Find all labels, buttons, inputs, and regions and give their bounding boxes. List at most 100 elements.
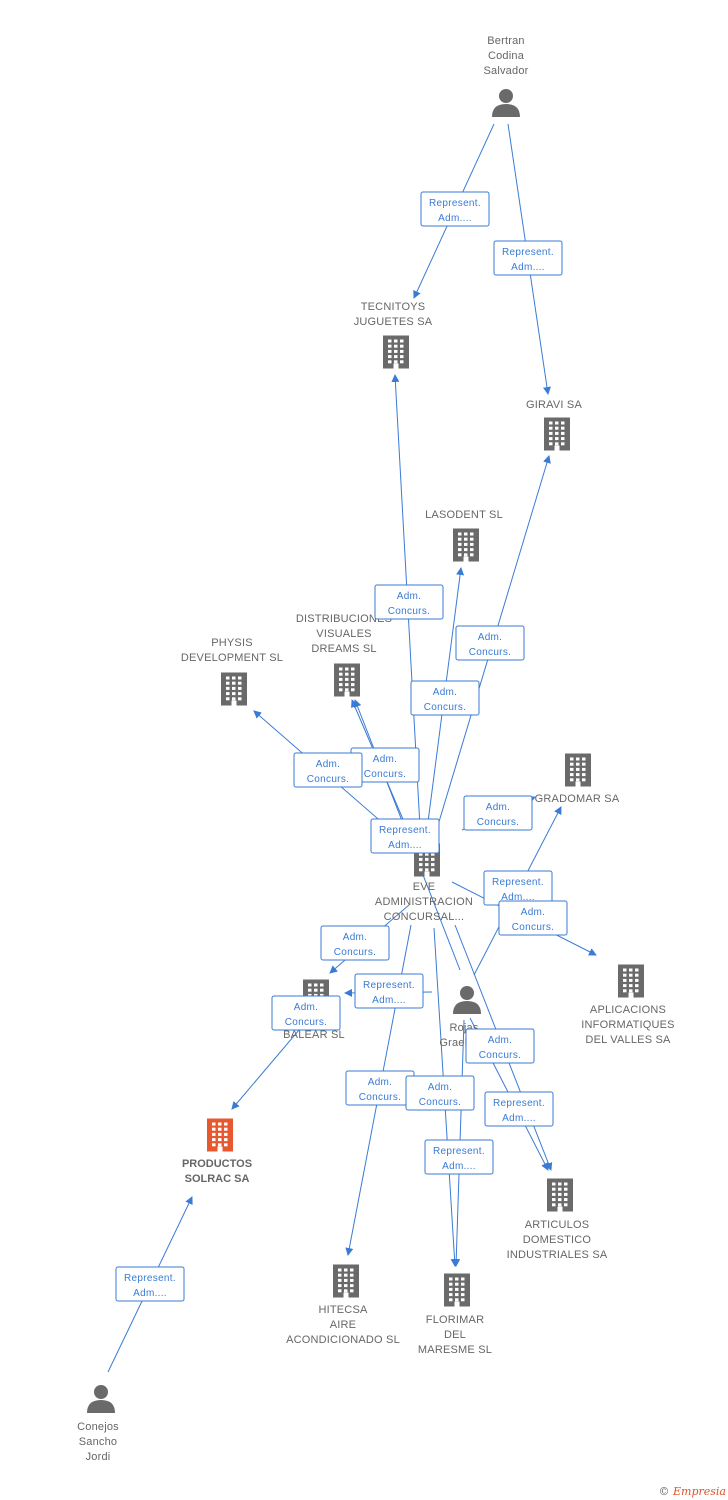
productos-label-line: SOLRAC SA bbox=[185, 1173, 250, 1185]
relation-label[interactable]: Represent. Adm.... bbox=[420, 191, 490, 227]
relation-label-text: Adm.... bbox=[511, 262, 545, 273]
tecnitoys-building-icon[interactable] bbox=[383, 335, 409, 369]
distrib-label-line: DREAMS SL bbox=[311, 643, 376, 655]
relation-label[interactable]: Represent. Adm.... bbox=[493, 240, 563, 276]
rojas-person-icon[interactable] bbox=[453, 986, 481, 1014]
articulos-label-line: DOMESTICO bbox=[523, 1234, 592, 1246]
relation-label[interactable]: Adm. Concurs. bbox=[405, 1075, 475, 1111]
relation-label-text: Adm.... bbox=[388, 840, 422, 851]
relation-label-text: Adm. bbox=[368, 1077, 393, 1088]
florimar-building-icon[interactable] bbox=[444, 1273, 470, 1307]
relation-label[interactable]: Represent.Adm.... bbox=[483, 870, 553, 906]
relation-label[interactable]: Adm. Concurs. bbox=[410, 680, 480, 716]
relation-label-text: Adm. bbox=[294, 1002, 319, 1013]
relation-label-text: Adm. bbox=[397, 591, 422, 602]
relation-label-text: Adm. bbox=[521, 907, 546, 918]
relation-label-text: Concurs. bbox=[334, 947, 376, 958]
relation-label-text: Represent. bbox=[492, 877, 544, 888]
bertran-label-line: Codina bbox=[488, 50, 525, 62]
relation-label-text: Concurs. bbox=[477, 817, 519, 828]
bertran-label-line: Salvador bbox=[483, 65, 528, 77]
gradomar-building-icon[interactable] bbox=[565, 753, 591, 787]
relation-label-text: Adm.... bbox=[442, 1161, 476, 1172]
articulos-label-line: ARTICULOS bbox=[525, 1219, 590, 1231]
productos-building-icon[interactable] bbox=[207, 1118, 233, 1152]
relation-label-text: Represent. bbox=[502, 247, 554, 258]
relation-label-text: Represent. bbox=[379, 825, 431, 836]
physis-building-icon[interactable] bbox=[221, 672, 247, 706]
relation-label[interactable]: Adm. Concurs. bbox=[463, 795, 533, 831]
aplicacions-label-line: INFORMATIQUES bbox=[581, 1019, 674, 1031]
aplicacions-label-line: DEL VALLES SA bbox=[585, 1034, 671, 1046]
relation-label-text: Concurs. bbox=[512, 922, 554, 933]
hitecsa-building-icon[interactable] bbox=[333, 1264, 359, 1298]
relation-label-text: Adm. bbox=[433, 687, 458, 698]
relation-label-text: Adm. bbox=[478, 632, 503, 643]
hitecsa-label-line: AIRE bbox=[330, 1319, 356, 1331]
relation-label-text: Concurs. bbox=[364, 769, 406, 780]
physis-label-line: PHYSIS bbox=[211, 637, 253, 649]
relation-label-text: Adm.... bbox=[502, 1113, 536, 1124]
distrib-label-line: VISUALES bbox=[316, 628, 371, 640]
relation-label[interactable]: Represent. Adm.... bbox=[424, 1139, 494, 1175]
relation-label-text: Concurs. bbox=[419, 1097, 461, 1108]
relation-label-text: Adm. bbox=[486, 802, 511, 813]
articulos-building-icon[interactable] bbox=[547, 1178, 573, 1212]
relation-label[interactable]: Adm. Concurs. bbox=[374, 584, 444, 620]
lasodent-building-icon[interactable] bbox=[453, 528, 479, 562]
relation-label-text: Adm.... bbox=[372, 995, 406, 1006]
relation-label-text: Adm.... bbox=[438, 213, 472, 224]
relation-label[interactable]: Adm. Concurs. bbox=[345, 1070, 415, 1106]
relation-label-text: Adm. bbox=[373, 754, 398, 765]
conejos-person-icon[interactable] bbox=[87, 1385, 115, 1413]
florimar-label-line: DEL bbox=[444, 1329, 466, 1341]
hitecsa-label-line: ACONDICIONADO SL bbox=[286, 1334, 400, 1346]
relation-label[interactable]: Adm. Concurs. bbox=[455, 625, 525, 661]
tecnitoys-label-line: JUGUETES SA bbox=[354, 316, 433, 328]
aplicacions-building-icon[interactable] bbox=[618, 964, 644, 998]
relation-label[interactable]: Adm. Concurs. bbox=[293, 752, 363, 788]
physis-label-line: DEVELOPMENT SL bbox=[181, 652, 283, 664]
balear-label-line: BALEAR SL bbox=[283, 1029, 345, 1041]
relation-label[interactable]: Adm. Concurs. bbox=[271, 995, 341, 1031]
relation-label-text: Represent. bbox=[429, 198, 481, 209]
conejos-label-line: Conejos bbox=[77, 1421, 119, 1433]
articulos-label-line: INDUSTRIALES SA bbox=[507, 1249, 608, 1261]
relation-label[interactable]: Adm.Concurs. bbox=[465, 1028, 535, 1064]
gradomar-label-line: GRADOMAR SA bbox=[535, 793, 620, 805]
relation-label-text: Adm.... bbox=[133, 1288, 167, 1299]
brand-logo[interactable]: Empresia bbox=[673, 1485, 726, 1498]
hitecsa-label-line: HITECSA bbox=[318, 1304, 368, 1316]
relation-label[interactable]: Adm. Concurs. bbox=[498, 900, 568, 936]
relation-label[interactable]: Represent. Adm.... bbox=[484, 1091, 554, 1127]
relation-label[interactable]: Represent. Adm.... bbox=[370, 818, 440, 854]
relation-label[interactable]: Adm.Concurs. bbox=[320, 925, 390, 961]
relation-label[interactable]: Represent. Adm.... bbox=[354, 973, 424, 1009]
distrib-building-icon[interactable] bbox=[334, 663, 360, 697]
relation-label-text: Concurs. bbox=[359, 1092, 401, 1103]
relation-label-text: Adm. bbox=[488, 1035, 513, 1046]
bertran-person-icon[interactable] bbox=[492, 89, 520, 117]
eve-label-line: ADMINISTRACION bbox=[375, 896, 473, 908]
relation-label-text: Concurs. bbox=[424, 702, 466, 713]
florimar-label-line: MARESME SL bbox=[418, 1344, 492, 1356]
relation-label-text: Concurs. bbox=[307, 774, 349, 785]
productos-label-line: PRODUCTOS bbox=[182, 1158, 252, 1170]
relation-label-text: Concurs. bbox=[469, 647, 511, 658]
relation-label-text: Concurs. bbox=[388, 606, 430, 617]
relation-label-text: Adm. bbox=[428, 1082, 453, 1093]
footer-credit: © Empresia bbox=[659, 1485, 727, 1498]
conejos-label-line: Sancho bbox=[79, 1436, 118, 1448]
conejos-label-line: Jordi bbox=[86, 1451, 111, 1463]
giravi-building-icon[interactable] bbox=[544, 417, 570, 451]
relation-label-text: Represent. bbox=[433, 1146, 485, 1157]
lasodent-label-line: LASODENT SL bbox=[425, 509, 503, 521]
relation-label-text: Adm. bbox=[316, 759, 341, 770]
relation-label[interactable]: Represent.Adm.... bbox=[115, 1266, 185, 1302]
aplicacions-label-line: APLICACIONS bbox=[590, 1004, 666, 1016]
relation-label-text: Represent. bbox=[493, 1098, 545, 1109]
relation-label-text: Concurs. bbox=[285, 1017, 327, 1028]
relation-label-text: Represent. bbox=[363, 980, 415, 991]
